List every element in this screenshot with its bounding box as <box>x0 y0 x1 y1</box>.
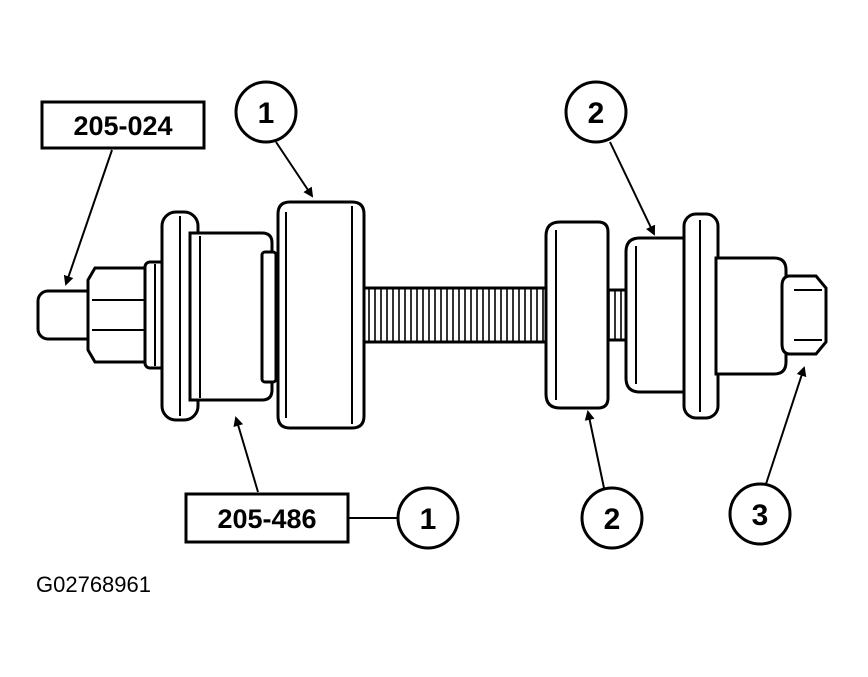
tool-number-205-024: 205-024 <box>73 111 172 141</box>
receiver-cup <box>160 210 278 422</box>
callout-arrow <box>609 141 656 236</box>
callout-number: 2 <box>588 97 605 130</box>
callout-2-bottom: 2 <box>580 410 644 550</box>
callout-number: 2 <box>604 503 621 536</box>
spacer-2 <box>544 220 610 410</box>
callout-1-top: 1 <box>234 80 314 198</box>
leader-arrow-205-486 <box>233 416 259 493</box>
callout-number: 1 <box>258 97 275 130</box>
callout-3-bottom: 3 <box>728 366 807 546</box>
leader-arrow-205-024 <box>63 149 113 286</box>
callout-1-bottom: 1 <box>396 486 460 550</box>
callout-number: 3 <box>752 499 769 532</box>
callout-arrow <box>275 141 314 198</box>
remover-cup <box>624 212 720 420</box>
callout-number: 1 <box>420 503 437 536</box>
callout-arrow <box>765 366 807 485</box>
hex-nut <box>714 256 828 376</box>
callout-2-top: 2 <box>564 80 656 236</box>
tool-label-205-486: 205-486 <box>184 416 398 544</box>
figure-id: G02768961 <box>36 572 151 597</box>
callout-arrow <box>584 410 605 489</box>
spacer-1 <box>276 200 366 430</box>
tool-number-205-486: 205-486 <box>217 504 316 534</box>
tool-label-205-024: 205-024 <box>40 100 206 286</box>
forcing-nut <box>36 260 167 370</box>
